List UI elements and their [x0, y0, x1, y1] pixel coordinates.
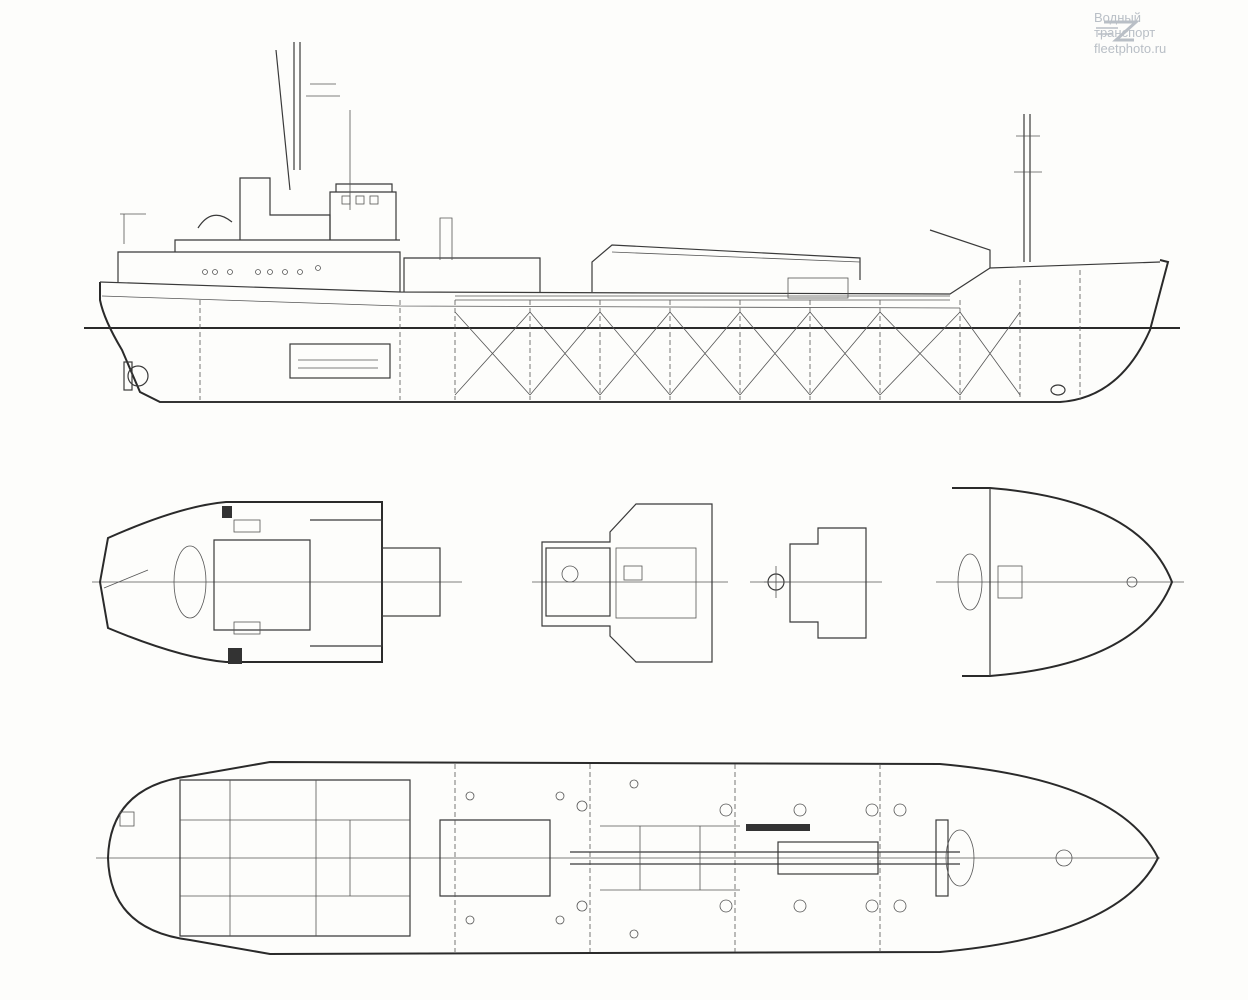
upper-deck-plan-view: [92, 501, 462, 664]
wheelhouse-window: [341, 195, 351, 205]
watermark-logo-icon: [1096, 20, 1140, 42]
cargo-pipeline: [570, 851, 960, 865]
forecastle-plan-view: [936, 487, 1184, 677]
wheelhouse-room: [545, 547, 611, 617]
lifeboat: [197, 214, 233, 229]
hull-outline: [99, 259, 1170, 403]
propeller: [127, 365, 149, 387]
winch: [233, 621, 261, 635]
hawse-pipe: [1126, 576, 1138, 588]
chart-room: [615, 547, 697, 619]
main-deck-line: [99, 261, 1161, 295]
vent-post: [439, 217, 453, 260]
pump-room: [439, 819, 551, 897]
deck-edge-line: [101, 295, 961, 309]
accommodation-block: [179, 779, 411, 937]
bow-hatch: [945, 829, 975, 887]
aft-davit: [120, 213, 146, 244]
main-deck-outline: [106, 760, 1160, 956]
engine-block: [298, 359, 378, 369]
fore-mast-yards: [1014, 135, 1042, 173]
main-deck-plan-view: [96, 760, 1160, 956]
bollard: [228, 648, 242, 664]
aft-block: [310, 519, 383, 647]
stair: [623, 565, 643, 581]
mast-yards: [306, 83, 351, 210]
deck-cargo-rack: [787, 277, 849, 299]
site-watermark: Водный транспорт fleetphoto.ru: [1094, 8, 1234, 64]
top-outline: [789, 527, 867, 639]
winch: [233, 519, 261, 533]
hose-rack: [777, 841, 879, 875]
stern-platform: [381, 547, 441, 617]
midship-house: [403, 257, 541, 292]
cabin-partitions: [180, 780, 410, 936]
stern-bollard: [119, 811, 135, 827]
funnel-house: [239, 177, 331, 240]
cargo-hose: [746, 824, 810, 831]
central-block: [213, 539, 311, 631]
compass-icon: [561, 565, 579, 583]
windlass: [997, 565, 1023, 599]
manifold: [600, 825, 740, 891]
portholes: [202, 265, 321, 275]
tank-hatches: [465, 779, 907, 939]
lifeboat-outline: [173, 545, 207, 619]
fore-crane: [929, 229, 991, 268]
rudder: [123, 361, 133, 391]
tank-bracing: [454, 311, 1021, 396]
bridge-deck-plan-view: [532, 503, 728, 663]
aft-mast: [275, 42, 301, 191]
fore-crane-base: [935, 819, 949, 897]
superstructure-lower: [117, 251, 401, 292]
bow-thruster: [1050, 384, 1066, 396]
anchor-hatch: [957, 553, 983, 611]
windlass: [1055, 849, 1073, 867]
bollard: [222, 506, 232, 518]
wheelhouse-roof: [335, 183, 393, 192]
side-profile-view: [84, 42, 1180, 403]
wheelhouse-window: [355, 195, 365, 205]
wheelhouse-window: [369, 195, 379, 205]
radar-mast: [764, 566, 790, 598]
deck-crane: [591, 244, 861, 292]
engine-room: [289, 343, 391, 379]
davit-arm: [103, 569, 149, 589]
crane-boom: [611, 251, 861, 263]
frame-lines: [199, 270, 1081, 400]
bridge-outline: [541, 503, 713, 663]
watermark-url: fleetphoto.ru: [1094, 41, 1167, 56]
wheelhouse: [329, 191, 397, 240]
superstructure-deck: [174, 239, 400, 252]
forecastle-outline: [952, 487, 1174, 677]
wheelhouse-top-plan-view: [750, 527, 882, 639]
fore-mast: [1023, 114, 1031, 262]
